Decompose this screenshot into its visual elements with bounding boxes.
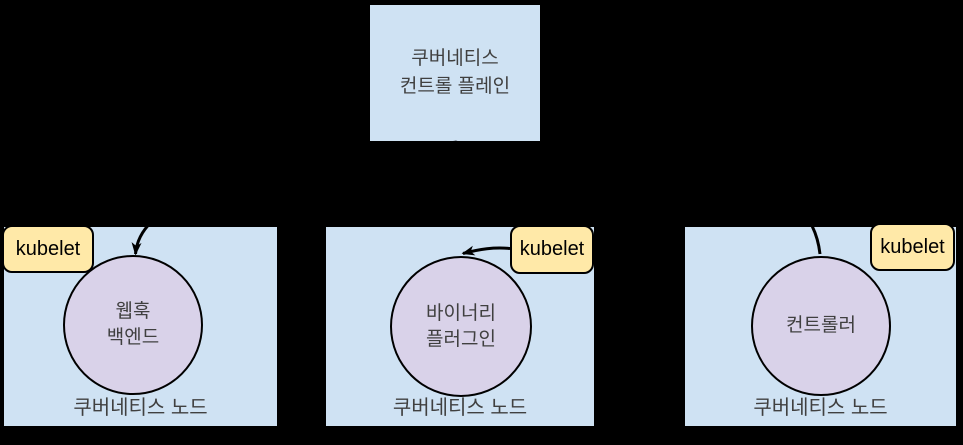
workload-label-line1: 바이너리 (426, 302, 496, 324)
binary-plugin-circle: 바이너리 플러그인 (390, 256, 532, 397)
binary-plugin-label: 바이너리 플러그인 (426, 301, 496, 353)
workload-label-line1: 컨트롤러 (786, 315, 856, 336)
controller-circle: 컨트롤러 (751, 256, 891, 396)
webhook-backend-circle: 웹훅 백엔드 (63, 255, 203, 395)
controller-label: 컨트롤러 (786, 313, 856, 339)
node-label: 쿠버네티스 노드 (753, 397, 888, 419)
control-plane-label: 쿠버네티스 컨트롤 플레인 (400, 45, 510, 101)
control-plane-label-line2: 컨트롤 플레인 (399, 76, 511, 97)
workload-label-line2: 플러그인 (426, 328, 496, 350)
line-control-plane-to-middle-kubelet-icon (453, 141, 554, 222)
workload-label-line1: 웹훅 (115, 301, 151, 322)
control-plane-label-line1: 쿠버네티스 (411, 48, 499, 69)
kubelet-badge-controller-node: kubelet (870, 223, 955, 271)
workload-label-line2: 백엔드 (106, 327, 160, 348)
control-plane-box: 쿠버네티스 컨트롤 플레인 (369, 4, 541, 142)
webhook-backend-label: 웹훅 백엔드 (107, 299, 159, 351)
node-label: 쿠버네티스 노드 (392, 397, 528, 419)
node-label: 쿠버네티스 노드 (73, 397, 208, 419)
kubelet-badge-webhook-node: kubelet (2, 225, 94, 273)
kubelet-badge-binary-plugin-node: kubelet (510, 225, 594, 274)
